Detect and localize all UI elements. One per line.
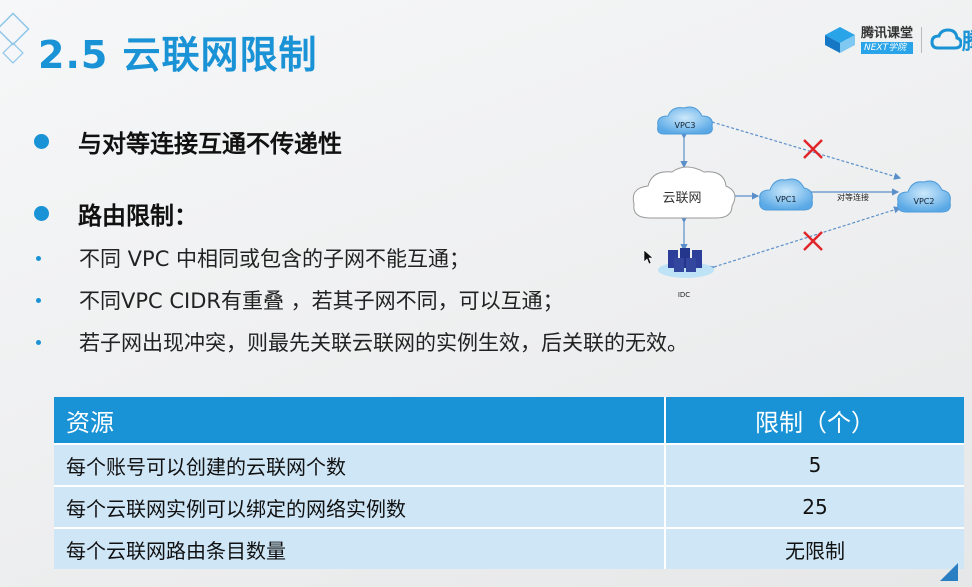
resource-cell: 每个账号可以创建的云联网个数 — [54, 443, 665, 486]
idc-server-icon: IDC — [658, 248, 714, 299]
bullet-dot-icon — [34, 134, 49, 149]
resource-cell: 每个云联网路由条目数量 — [54, 527, 665, 569]
resource-cell: 每个云联网实例可以绑定的网络实例数 — [54, 485, 665, 528]
sub-bullet-text: 若子网出现冲突，则最先关联云联网的实例生效，后关联的无效。 — [79, 331, 688, 355]
table-row: 每个账号可以创建的云联网个数 5 — [54, 443, 964, 486]
idc-label: IDC — [678, 291, 690, 299]
sub-bullet-dot-icon — [36, 255, 41, 261]
sub-bullet-dot-icon — [36, 339, 41, 345]
sub-bullet-text: 不同 VPC 中相同或包含的子网不能互通； — [79, 247, 471, 271]
limit-cell: 25 — [664, 485, 964, 528]
sub-bullet-item: 不同 VPC 中相同或包含的子网不能互通； — [34, 243, 470, 273]
limit-cell: 5 — [664, 443, 964, 486]
vpc3-cloud-icon: VPC3 — [657, 106, 713, 135]
ccn-topology-diagram: VPC3 云联网 VPC1 VPC2 对等连接 IDC — [632, 106, 951, 299]
brand-sub: NEXT学院 — [860, 42, 913, 54]
column-header-resource: 资源 — [54, 397, 665, 444]
brand-cut-text: 腾 — [962, 24, 972, 56]
table-row: 每个云联网实例可以绑定的网络实例数 25 — [54, 485, 964, 528]
sub-bullet-dot-icon — [36, 297, 41, 303]
corner-arrow-decoration-icon — [940, 563, 958, 581]
tencent-cloud-logo-icon — [930, 28, 962, 50]
limits-table: 资源 限制（个） 每个账号可以创建的云联网个数 5 每个云联网实例可以绑定的网络… — [54, 397, 964, 569]
table-header-row: 资源 限制（个） — [54, 397, 964, 444]
brand-separator — [921, 27, 922, 53]
bullet-dot-icon — [34, 206, 49, 221]
bullet-item: 与对等连接互通不传递性 — [34, 124, 342, 159]
vpc1-label: VPC1 — [776, 195, 797, 204]
limit-cell: 无限制 — [664, 527, 964, 569]
sub-bullet-text: 不同VPC CIDR有重叠 ，若其子网不同，可以互通； — [79, 289, 564, 313]
table-row: 每个云联网路由条目数量 无限制 — [54, 527, 964, 569]
vpc1-cloud-icon: VPC1 — [759, 178, 813, 211]
vpc2-cloud-icon: VPC2 — [897, 180, 951, 213]
bullet-item: 路由限制： — [34, 196, 198, 231]
ccn-cloud-icon: 云联网 — [632, 166, 736, 219]
sub-bullet-item: 若子网出现冲突，则最先关联云联网的实例生效，后关联的无效。 — [34, 327, 688, 357]
brand-header: 腾讯课堂 NEXT学院 腾 — [823, 22, 972, 58]
bullet-text: 与对等连接互通不传递性 — [78, 130, 342, 158]
blocked-cross-icon — [803, 231, 823, 251]
bullet-text: 路由限制： — [78, 202, 198, 230]
corner-decoration-icon — [0, 12, 30, 64]
page-title: 2.5 云联网限制 — [38, 33, 318, 77]
tencent-classroom-logo-icon — [824, 27, 855, 53]
vpc3-label: VPC3 — [675, 121, 696, 130]
blocked-cross-icon — [803, 139, 823, 159]
ccn-label: 云联网 — [662, 191, 701, 206]
brand-name: 腾讯课堂 — [860, 26, 913, 41]
sub-bullet-item: 不同VPC CIDR有重叠 ，若其子网不同，可以互通； — [34, 285, 564, 315]
mouse-cursor-icon — [643, 249, 654, 265]
column-header-limit: 限制（个） — [664, 397, 964, 444]
vpc2-label: VPC2 — [914, 197, 935, 206]
peering-label: 对等连接 — [837, 192, 869, 202]
